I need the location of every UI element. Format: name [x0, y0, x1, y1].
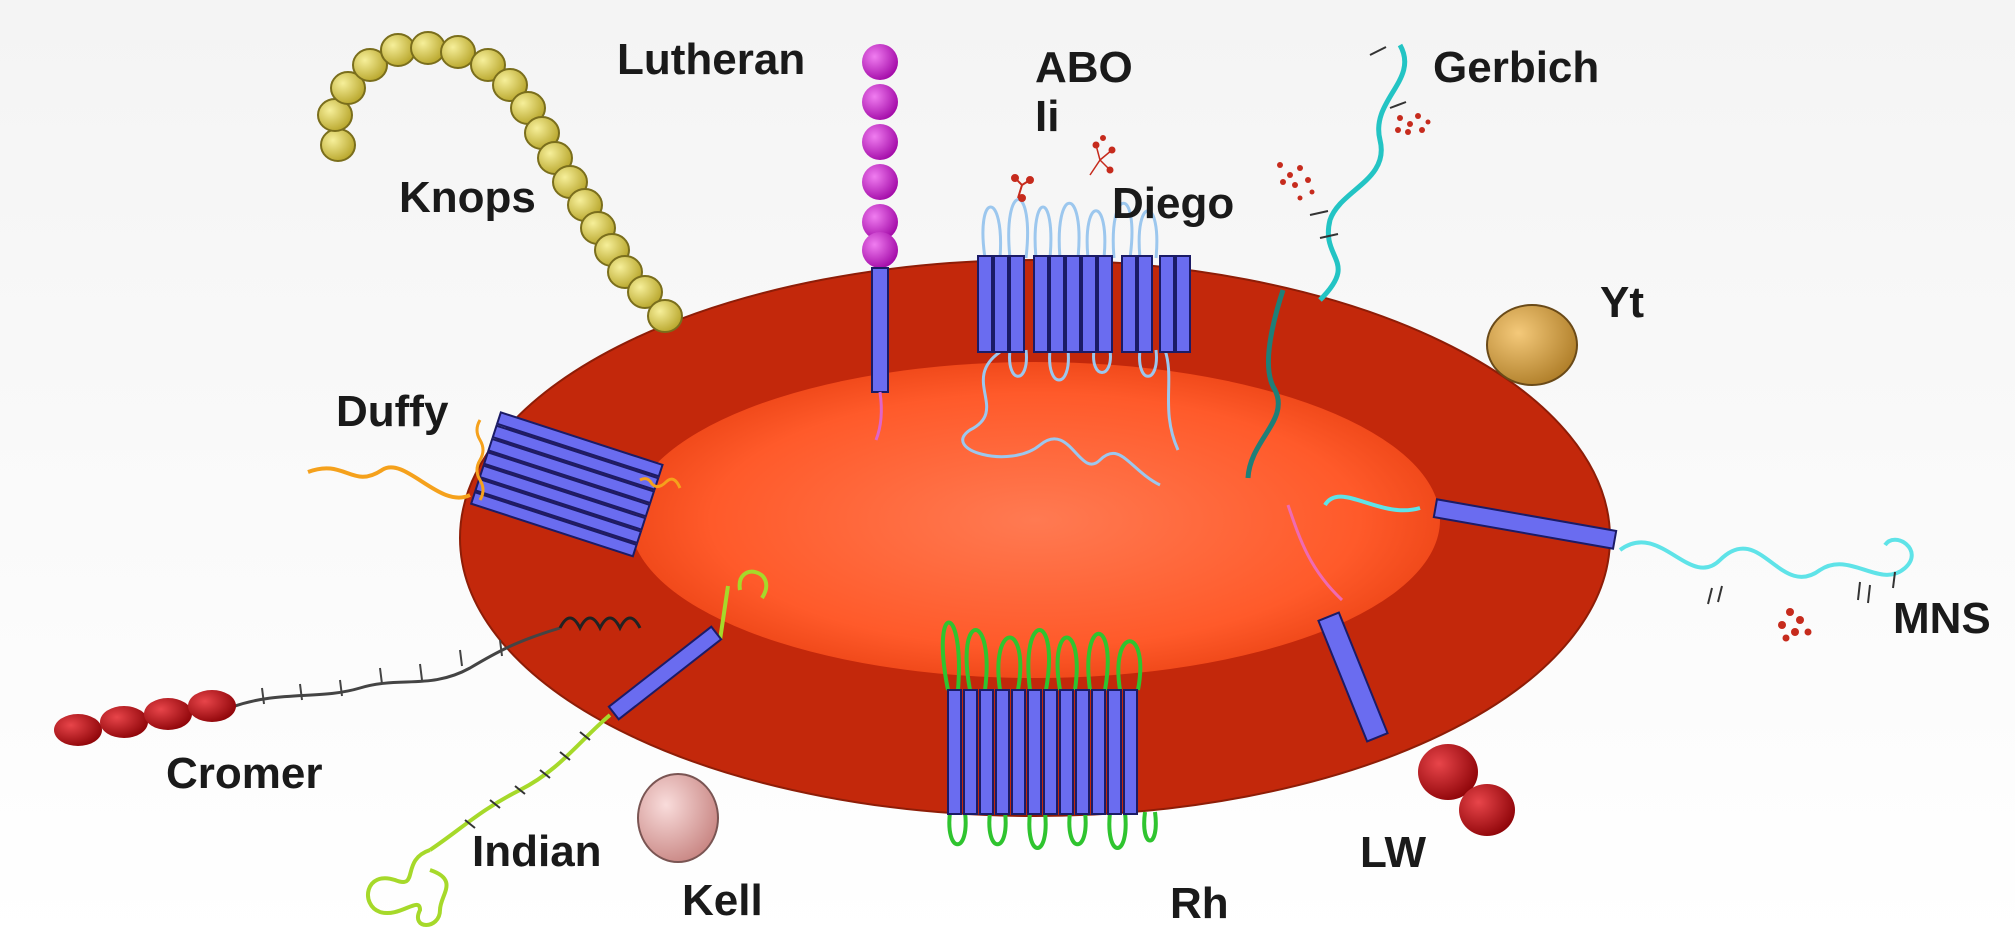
indian-inner-chain	[737, 569, 769, 600]
gerbich-outer-chain	[1318, 43, 1408, 302]
cromer-ticks	[261, 639, 503, 705]
indian-membrane-segment	[607, 625, 723, 721]
lw-membrane-segment	[1317, 611, 1389, 743]
knops-bead-1	[320, 128, 356, 162]
rh-membrane-segment-7	[1043, 689, 1058, 815]
label-duffy: Duffy	[336, 387, 449, 436]
lutheran-bead-1	[862, 44, 898, 80]
gerbich-inner-chain	[1245, 289, 1286, 479]
lw-protein	[1286, 504, 1515, 836]
kell-protein	[637, 773, 719, 863]
label-ii: Ii	[1035, 92, 1059, 141]
rh-membrane-segments	[947, 689, 1138, 815]
rh-membrane-segment-5	[1011, 689, 1026, 815]
rh-membrane-segment-4	[995, 689, 1010, 815]
label-cromer: Cromer	[166, 749, 323, 798]
cromer-zigzag	[558, 616, 642, 632]
mns-inner-chain	[1323, 494, 1421, 513]
lutheran-bead-4	[862, 164, 898, 200]
rh-membrane-segment-12	[1123, 689, 1138, 815]
label-lw: LW	[1360, 828, 1426, 877]
rh-outer-loops	[940, 620, 1143, 691]
knops-bead-4	[352, 48, 388, 82]
knops-bead-3	[330, 71, 366, 105]
label-lutheran: Lutheran	[617, 35, 805, 84]
cromer-bead-2	[100, 706, 148, 738]
diego-tail-right	[1163, 349, 1180, 451]
label-indian: Indian	[472, 827, 602, 876]
gerbich-glycans	[1277, 113, 1431, 201]
rh-membrane-segment-1	[947, 689, 962, 815]
cromer-bead-1	[54, 714, 102, 746]
knops-bead-chain	[317, 31, 683, 333]
cromer-bead-4	[188, 690, 236, 722]
knops-bead-18	[627, 275, 663, 309]
mns-protein	[1323, 494, 1914, 642]
rh-protein	[940, 620, 1158, 850]
mns-outer-chain	[1618, 537, 1914, 579]
lw-bead-1	[1418, 744, 1478, 800]
mns-glycans	[1778, 608, 1812, 642]
gerbich-ticks	[1309, 46, 1407, 239]
lutheran-protein	[862, 44, 898, 441]
knops-bead-7	[440, 35, 476, 69]
indian-protein	[366, 569, 769, 927]
knops-bead-9	[492, 68, 528, 102]
lutheran-bead-5	[862, 204, 898, 240]
lutheran-tail	[874, 391, 883, 441]
lutheran-bead-2	[862, 84, 898, 120]
cell-inner	[630, 362, 1440, 678]
rh-inner-loops	[947, 811, 1158, 850]
cromer-protein	[54, 616, 642, 746]
rh-membrane-segment-8	[1059, 689, 1074, 815]
diego-protein	[961, 198, 1180, 487]
rh-membrane-segment-11	[1107, 689, 1122, 815]
label-kell: Kell	[682, 876, 763, 925]
duffy-loops	[475, 419, 682, 501]
cromer-chain	[231, 626, 561, 709]
duffy-membrane-segments	[469, 411, 664, 558]
label-knops: Knops	[399, 173, 536, 222]
mns-membrane-segment	[1432, 498, 1618, 550]
yt-protein	[1486, 304, 1578, 386]
label-gerbich: Gerbich	[1433, 43, 1599, 92]
rh-membrane-segment-3	[979, 689, 994, 815]
knops-bead-8	[470, 48, 506, 82]
duffy-n-terminal-chain	[307, 465, 471, 500]
label-rh: Rh	[1170, 879, 1229, 928]
diego-tail-left	[961, 350, 1161, 487]
label-diego: Diego	[1112, 179, 1234, 228]
knops-bead-19	[647, 299, 683, 333]
labels: Knops Lutheran ABO Ii Diego Gerbich Yt D…	[166, 35, 1991, 928]
label-yt: Yt	[1600, 278, 1644, 327]
label-abo: ABO	[1035, 43, 1133, 92]
mns-ticks	[1707, 571, 1896, 605]
label-mns: MNS	[1893, 594, 1991, 643]
lutheran-bead-6	[862, 232, 898, 268]
cromer-bead-chain	[54, 690, 236, 746]
knops-bead-5	[380, 33, 416, 67]
lutheran-membrane-segment	[871, 267, 889, 393]
rh-membrane-segment-9	[1075, 689, 1090, 815]
duffy-protein	[307, 411, 682, 558]
lutheran-bead-3	[862, 124, 898, 160]
indian-ticks	[464, 731, 591, 829]
rh-membrane-segment-6	[1027, 689, 1042, 815]
indian-terminal-loops	[366, 848, 449, 927]
rh-membrane-segment-10	[1091, 689, 1106, 815]
lw-tail	[1286, 504, 1344, 602]
abo-glycans	[1011, 135, 1116, 202]
gerbich-protein	[1245, 43, 1408, 479]
lw-bead-2	[1459, 784, 1515, 836]
rh-membrane-segment-2	[963, 689, 978, 815]
cromer-bead-3	[144, 698, 192, 730]
lutheran-bead-chain	[862, 44, 898, 268]
diego-membrane-segments	[977, 255, 1191, 353]
knops-bead-6	[410, 31, 446, 65]
diego-inner-loops	[1008, 349, 1158, 382]
